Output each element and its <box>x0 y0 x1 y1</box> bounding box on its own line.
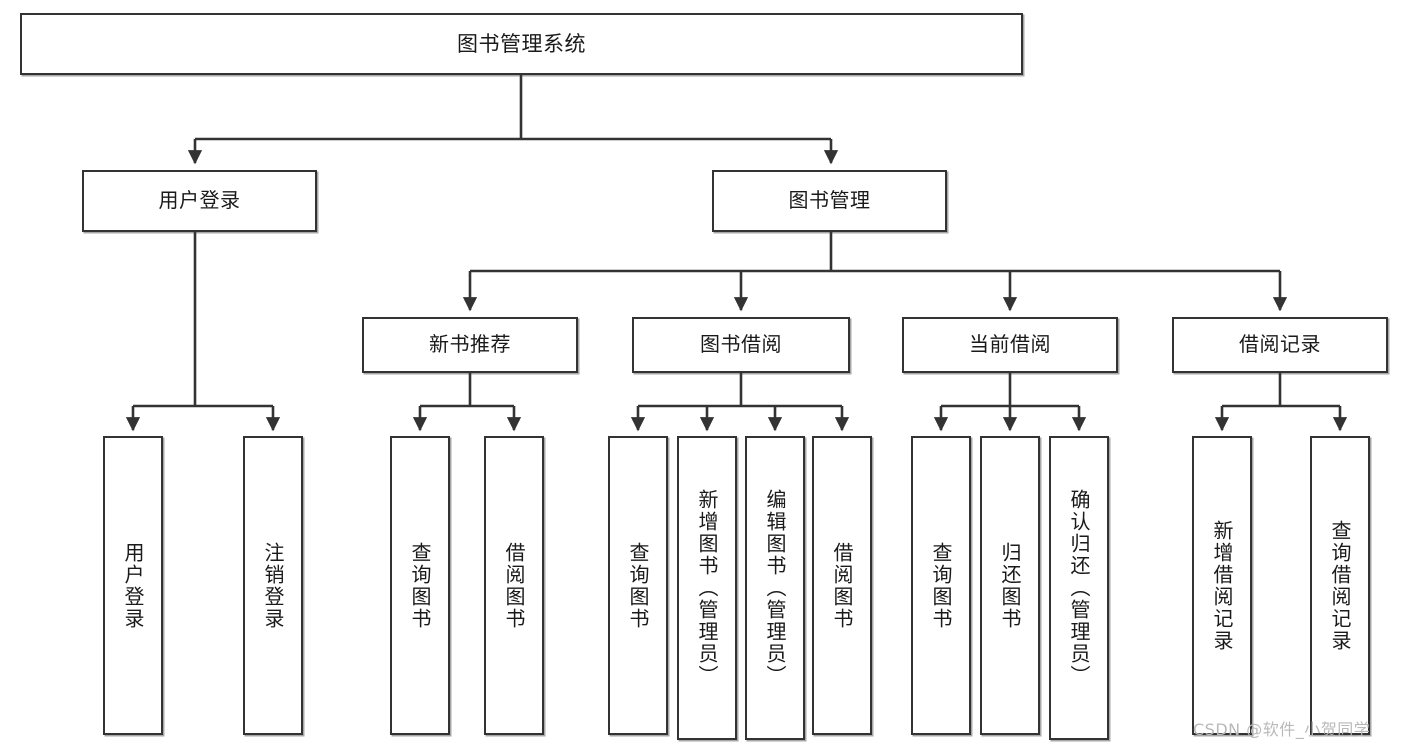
node-label: 借阅图书 <box>502 541 526 630</box>
node-label: 当前借阅 <box>969 332 1051 357</box>
leaf-new-book-borrow[interactable]: 借阅图书 <box>484 436 544 735</box>
node-label: 归还图书 <box>998 541 1022 630</box>
leaf-book-borrow-query[interactable]: 查询图书 <box>608 436 668 735</box>
node-label: 图书管理系统 <box>457 31 586 56</box>
leaf-borrow-record-add[interactable]: 新增借阅记录 <box>1192 436 1252 735</box>
leaf-user-login-signout[interactable]: 注销登录 <box>243 436 303 735</box>
node-label: 新增图书（管理员） <box>695 489 719 687</box>
node-root-system[interactable]: 图书管理系统 <box>20 13 1023 75</box>
leaf-current-borrow-query[interactable]: 查询图书 <box>911 436 971 735</box>
leaf-user-login-signin[interactable]: 用户登录 <box>103 436 163 735</box>
node-label: 确认归还（管理员） <box>1067 489 1091 687</box>
node-current-borrow[interactable]: 当前借阅 <box>902 317 1118 373</box>
node-borrow-record[interactable]: 借阅记录 <box>1172 317 1388 373</box>
node-label: 用户登录 <box>121 541 145 630</box>
node-user-login[interactable]: 用户登录 <box>82 170 317 232</box>
leaf-current-borrow-return[interactable]: 归还图书 <box>980 436 1040 735</box>
node-label: 编辑图书（管理员） <box>763 489 787 687</box>
csdn-watermark: CSDN @软件_小贺同学 <box>1193 720 1371 739</box>
node-label: 借阅记录 <box>1239 332 1321 357</box>
node-label: 图书借阅 <box>700 332 782 357</box>
node-label: 新增借阅记录 <box>1210 519 1234 652</box>
node-book-borrow[interactable]: 图书借阅 <box>632 317 850 373</box>
leaf-book-borrow-edit[interactable]: 编辑图书（管理员） <box>745 436 805 740</box>
node-label: 注销登录 <box>261 541 285 630</box>
node-label: 新书推荐 <box>429 332 511 357</box>
node-book-management[interactable]: 图书管理 <box>712 170 947 232</box>
node-label: 查询图书 <box>408 541 432 630</box>
node-label: 用户登录 <box>158 188 241 213</box>
leaf-book-borrow-lend[interactable]: 借阅图书 <box>812 436 872 735</box>
leaf-book-borrow-add[interactable]: 新增图书（管理员） <box>677 436 737 740</box>
node-label: 查询图书 <box>929 541 953 630</box>
node-label: 借阅图书 <box>830 541 854 630</box>
leaf-new-book-query[interactable]: 查询图书 <box>390 436 450 735</box>
node-label: 查询借阅记录 <box>1328 519 1352 652</box>
leaf-borrow-record-query[interactable]: 查询借阅记录 <box>1310 436 1370 735</box>
leaf-current-borrow-confirm[interactable]: 确认归还（管理员） <box>1049 436 1109 740</box>
node-new-book-recommend[interactable]: 新书推荐 <box>362 317 578 373</box>
node-label: 图书管理 <box>788 188 871 213</box>
node-label: 查询图书 <box>626 541 650 630</box>
